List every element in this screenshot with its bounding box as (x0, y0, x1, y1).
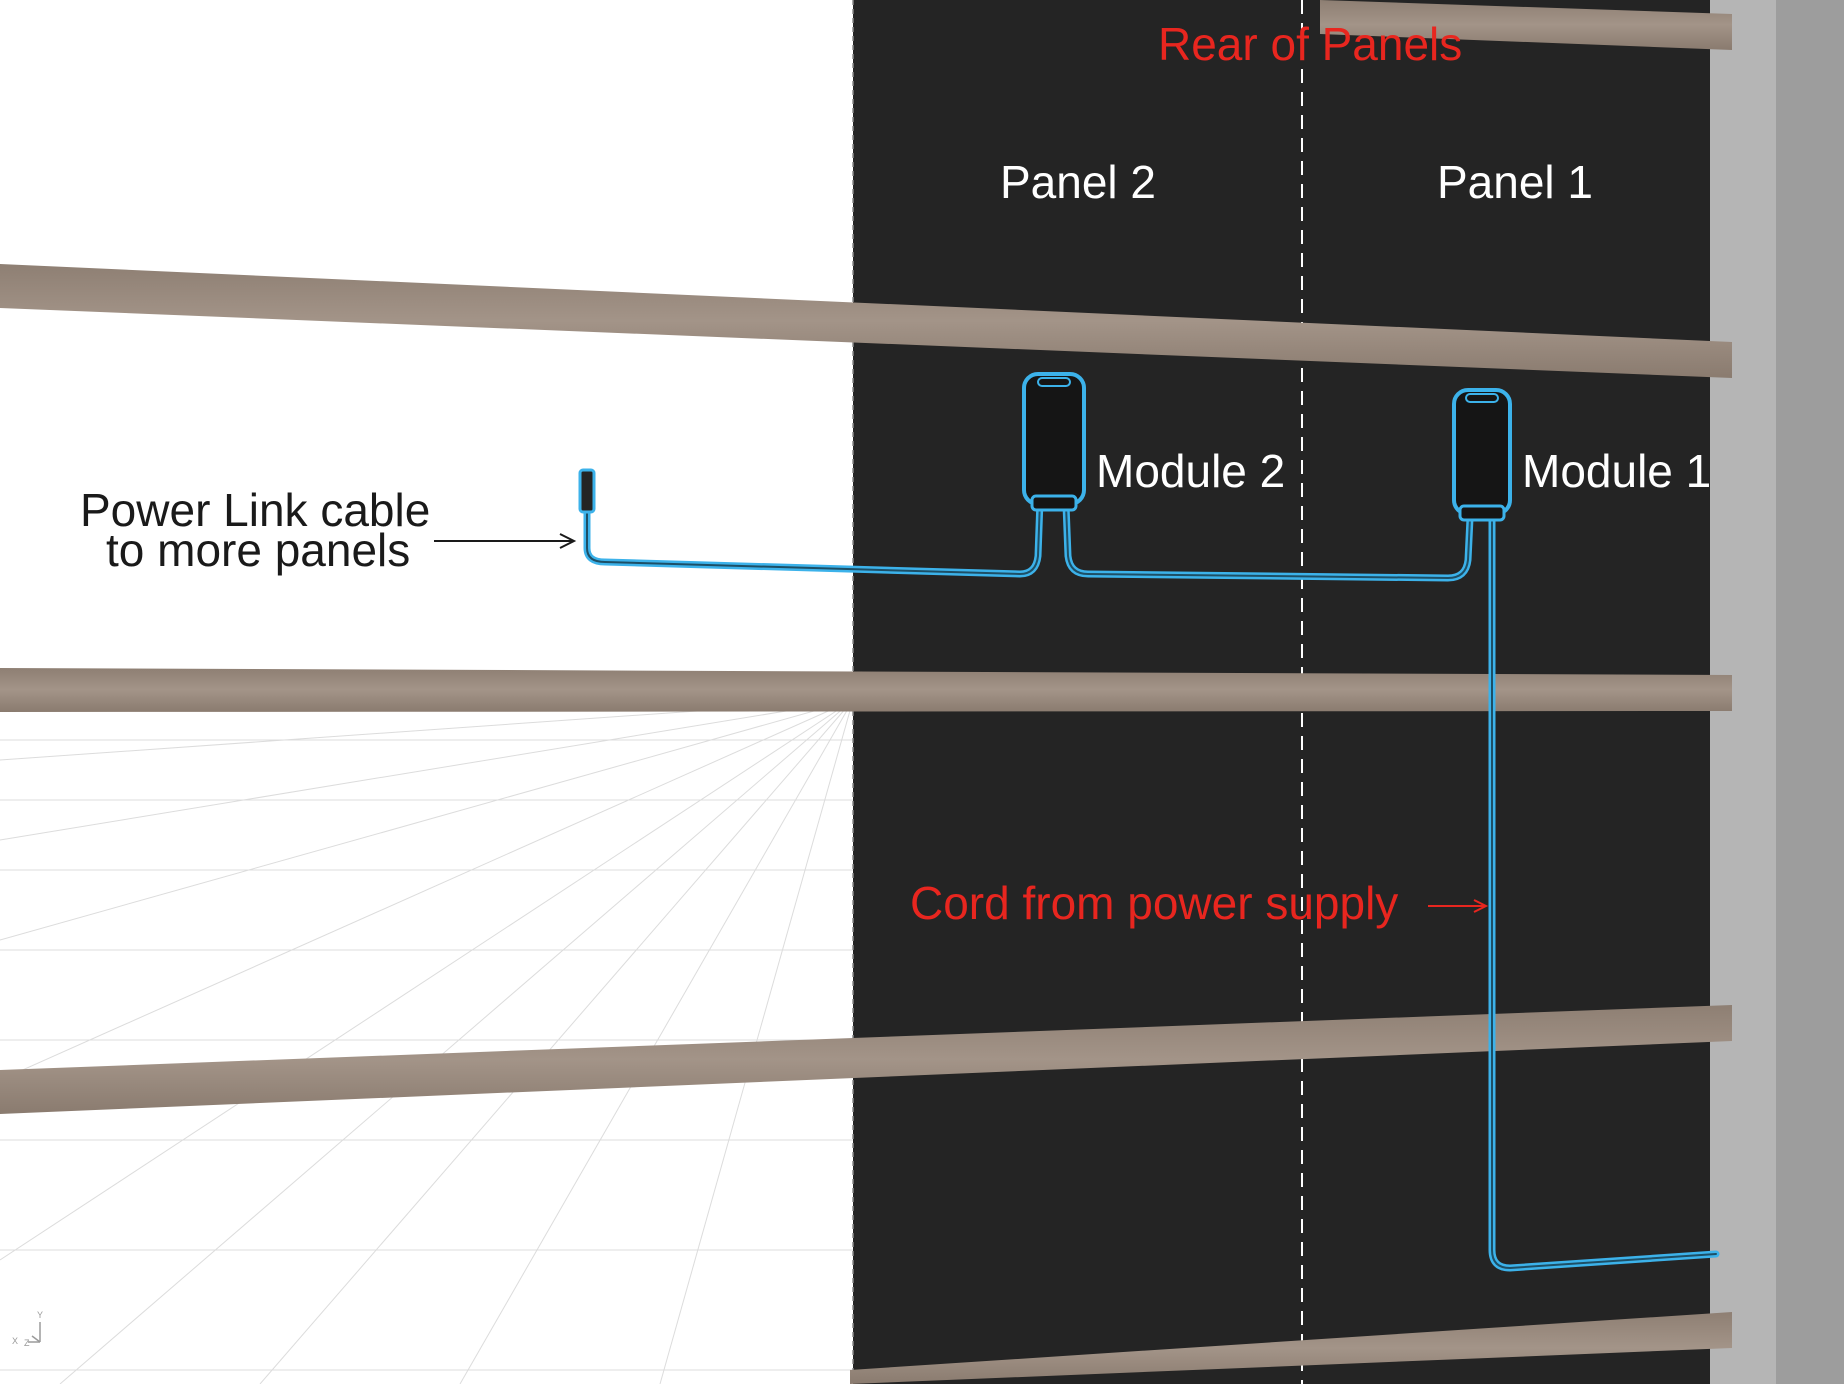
wood-batten-3 (0, 668, 1732, 712)
power-link-arrow (434, 533, 577, 549)
axis-indicator (28, 1322, 41, 1343)
power-link-cable-core (586, 494, 1041, 575)
power-supply-cord-core (1491, 517, 1717, 1269)
cord-from-power-supply-label: Cord from power supply (910, 877, 1399, 929)
wood-batten-5 (850, 1312, 1732, 1384)
power-link-label-line2: to more panels (106, 524, 411, 576)
cable-network (578, 468, 1720, 1272)
power-link-connector (578, 468, 596, 514)
wood-batten-4 (0, 1005, 1732, 1114)
wood-batten-1 (1320, 0, 1732, 50)
power-link-label-line1: Power Link cable (80, 484, 431, 536)
rear-of-panels-label: Rear of Panels (1158, 18, 1463, 70)
wall-edge (1776, 0, 1844, 1384)
module-1-label: Module 1 (1522, 445, 1712, 497)
module-2-label: Module 2 (1096, 445, 1286, 497)
axis-z-label: Z (24, 1338, 30, 1348)
panel-2-label: Panel 2 (1000, 156, 1157, 208)
axis-y-label: Y (37, 1310, 43, 1320)
module-link-cable-core (1065, 504, 1471, 579)
panel-1-label: Panel 1 (1437, 156, 1594, 208)
axis-x-label: X (12, 1336, 18, 1346)
cord-arrow (1428, 899, 1489, 913)
module-2 (1022, 372, 1086, 512)
floor-grid (0, 699, 854, 1384)
wood-batten-2 (0, 264, 1732, 378)
module-1 (1452, 388, 1512, 522)
